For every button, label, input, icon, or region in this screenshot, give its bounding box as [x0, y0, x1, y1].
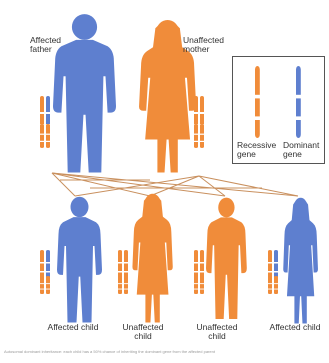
child-3-figure — [206, 198, 247, 319]
father-label: Affected father — [30, 36, 61, 54]
child-3-label: Unaffected child — [192, 323, 242, 341]
child-4-figure — [283, 198, 318, 324]
figure-caption: Autosomal dominant inheritance: each chi… — [4, 349, 325, 354]
child-2-chromosomes — [118, 250, 129, 294]
child-3-chromosomes — [194, 250, 205, 294]
child-4-label: Affected child — [262, 323, 328, 332]
father-chromosomes — [40, 96, 51, 148]
inheritance-lines — [52, 173, 298, 196]
mother-label: Unaffected mother — [183, 36, 224, 54]
child-1-chromosomes — [40, 250, 51, 294]
child-2-label: Unaffected child — [118, 323, 168, 341]
mother-chromosomes — [194, 96, 205, 148]
father-figure — [53, 14, 116, 172]
child-1-figure — [57, 197, 102, 323]
child-1-label: Affected child — [40, 323, 106, 332]
child-4-chromosomes — [268, 250, 279, 294]
legend-recessive-label: Recessive gene — [237, 141, 276, 159]
legend-dominant-label: Dominant gene — [283, 141, 323, 159]
child-2-figure — [132, 194, 172, 323]
